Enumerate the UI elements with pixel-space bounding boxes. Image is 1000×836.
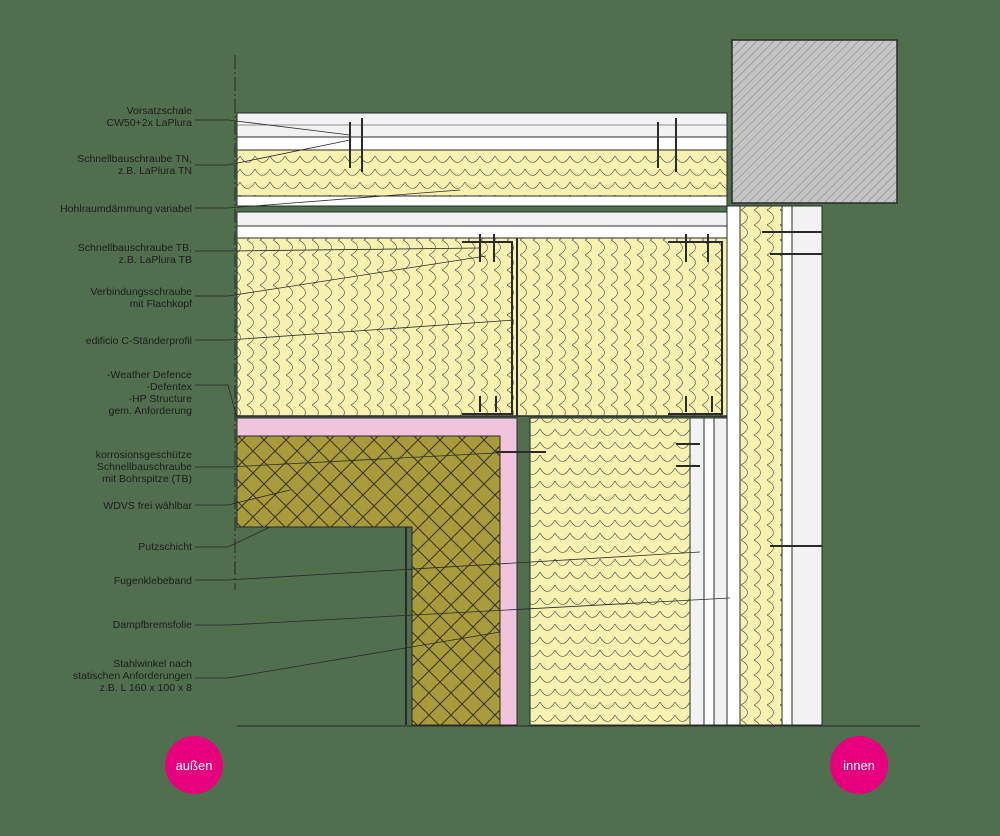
main-insulation-band [236,237,728,417]
badge-outside: außen [165,736,223,794]
label-fugenklebeband: Fugenklebeband [113,575,192,587]
label-hohlraumdaemmung: Hohlraumdämmung variabel [60,203,192,215]
label-weather-defence: -Weather Defence -Defentex -HP Structure… [106,369,192,417]
label-verbindungsschraube: Verbindungsschraube mit Flachkopf [90,286,192,310]
label-vorsatzschale: Vorsatzschale CW50+2x LaPlura [106,105,192,129]
label-putzschicht: Putzschicht [138,541,192,553]
label-korrosionsgeschuetzte-schraube: korrosionsgeschütze Schnellbauschraube m… [95,449,192,485]
concrete-slab [731,39,898,204]
badge-inside: innen [830,736,888,794]
label-stahlwinkel: Stahlwinkel nach statischen Anforderunge… [72,658,192,694]
label-c-staenderprofil: edificio C-Ständerprofil [85,335,192,347]
label-schnellbauschraube-tb: Schnellbauschraube TB, z.B. LaPlura TB [77,242,192,266]
label-wdvs: WDVS frei wählbar [103,500,192,512]
cavity-insulation-top [236,149,728,197]
wdvs-insulation [236,435,501,726]
label-schnellbauschraube-tn: Schnellbauschraube TN, z.B. LaPlura TN [77,153,192,177]
label-dampfbremsfolie: Dampfbremsfolie [112,619,192,631]
vertical-insulation [529,417,691,726]
right-lining [739,205,783,726]
